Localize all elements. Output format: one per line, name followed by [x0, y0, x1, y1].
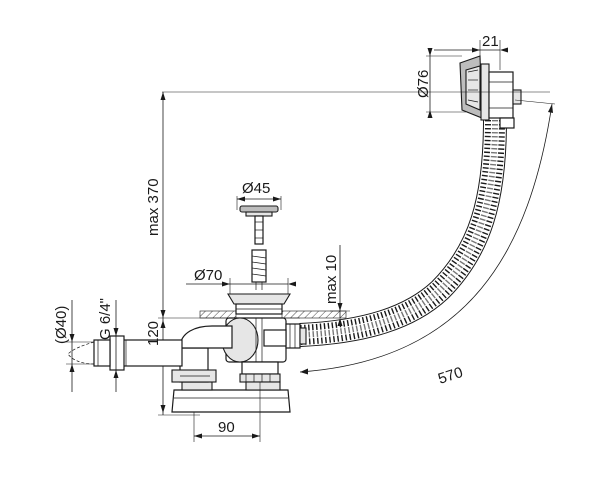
- label-overflow-diameter: Ø76: [415, 70, 432, 98]
- label-flange-diameter: Ø70: [194, 267, 222, 284]
- flexible-hose: [299, 119, 507, 347]
- outlet-connector: [66, 300, 119, 392]
- overflow-axis-ext: [514, 99, 556, 105]
- waste-flange: [186, 278, 296, 315]
- plug-assembly: [236, 196, 282, 290]
- label-hose-length: 570: [436, 364, 465, 388]
- label-offset-90: 90: [218, 419, 235, 436]
- bath-floor-hatch-left: [199, 310, 237, 319]
- label-outlet-thread: G 6/4": [97, 298, 114, 340]
- hose-length-dim: [299, 103, 553, 375]
- overflow-dims: [426, 40, 508, 118]
- offset-dim-90: [193, 382, 261, 442]
- label-max-370: max 370: [145, 178, 162, 236]
- flange-dim-10: [330, 245, 350, 326]
- bath-floor-hatch: [281, 310, 347, 319]
- label-overflow-width: 21: [482, 33, 499, 50]
- label-max-10: max 10: [323, 255, 340, 304]
- label-outlet-diameter: (Ø40): [53, 306, 70, 344]
- label-plug-diameter: Ø45: [242, 180, 270, 197]
- trap-body: [109, 317, 307, 413]
- label-trap-height: 120: [145, 321, 162, 346]
